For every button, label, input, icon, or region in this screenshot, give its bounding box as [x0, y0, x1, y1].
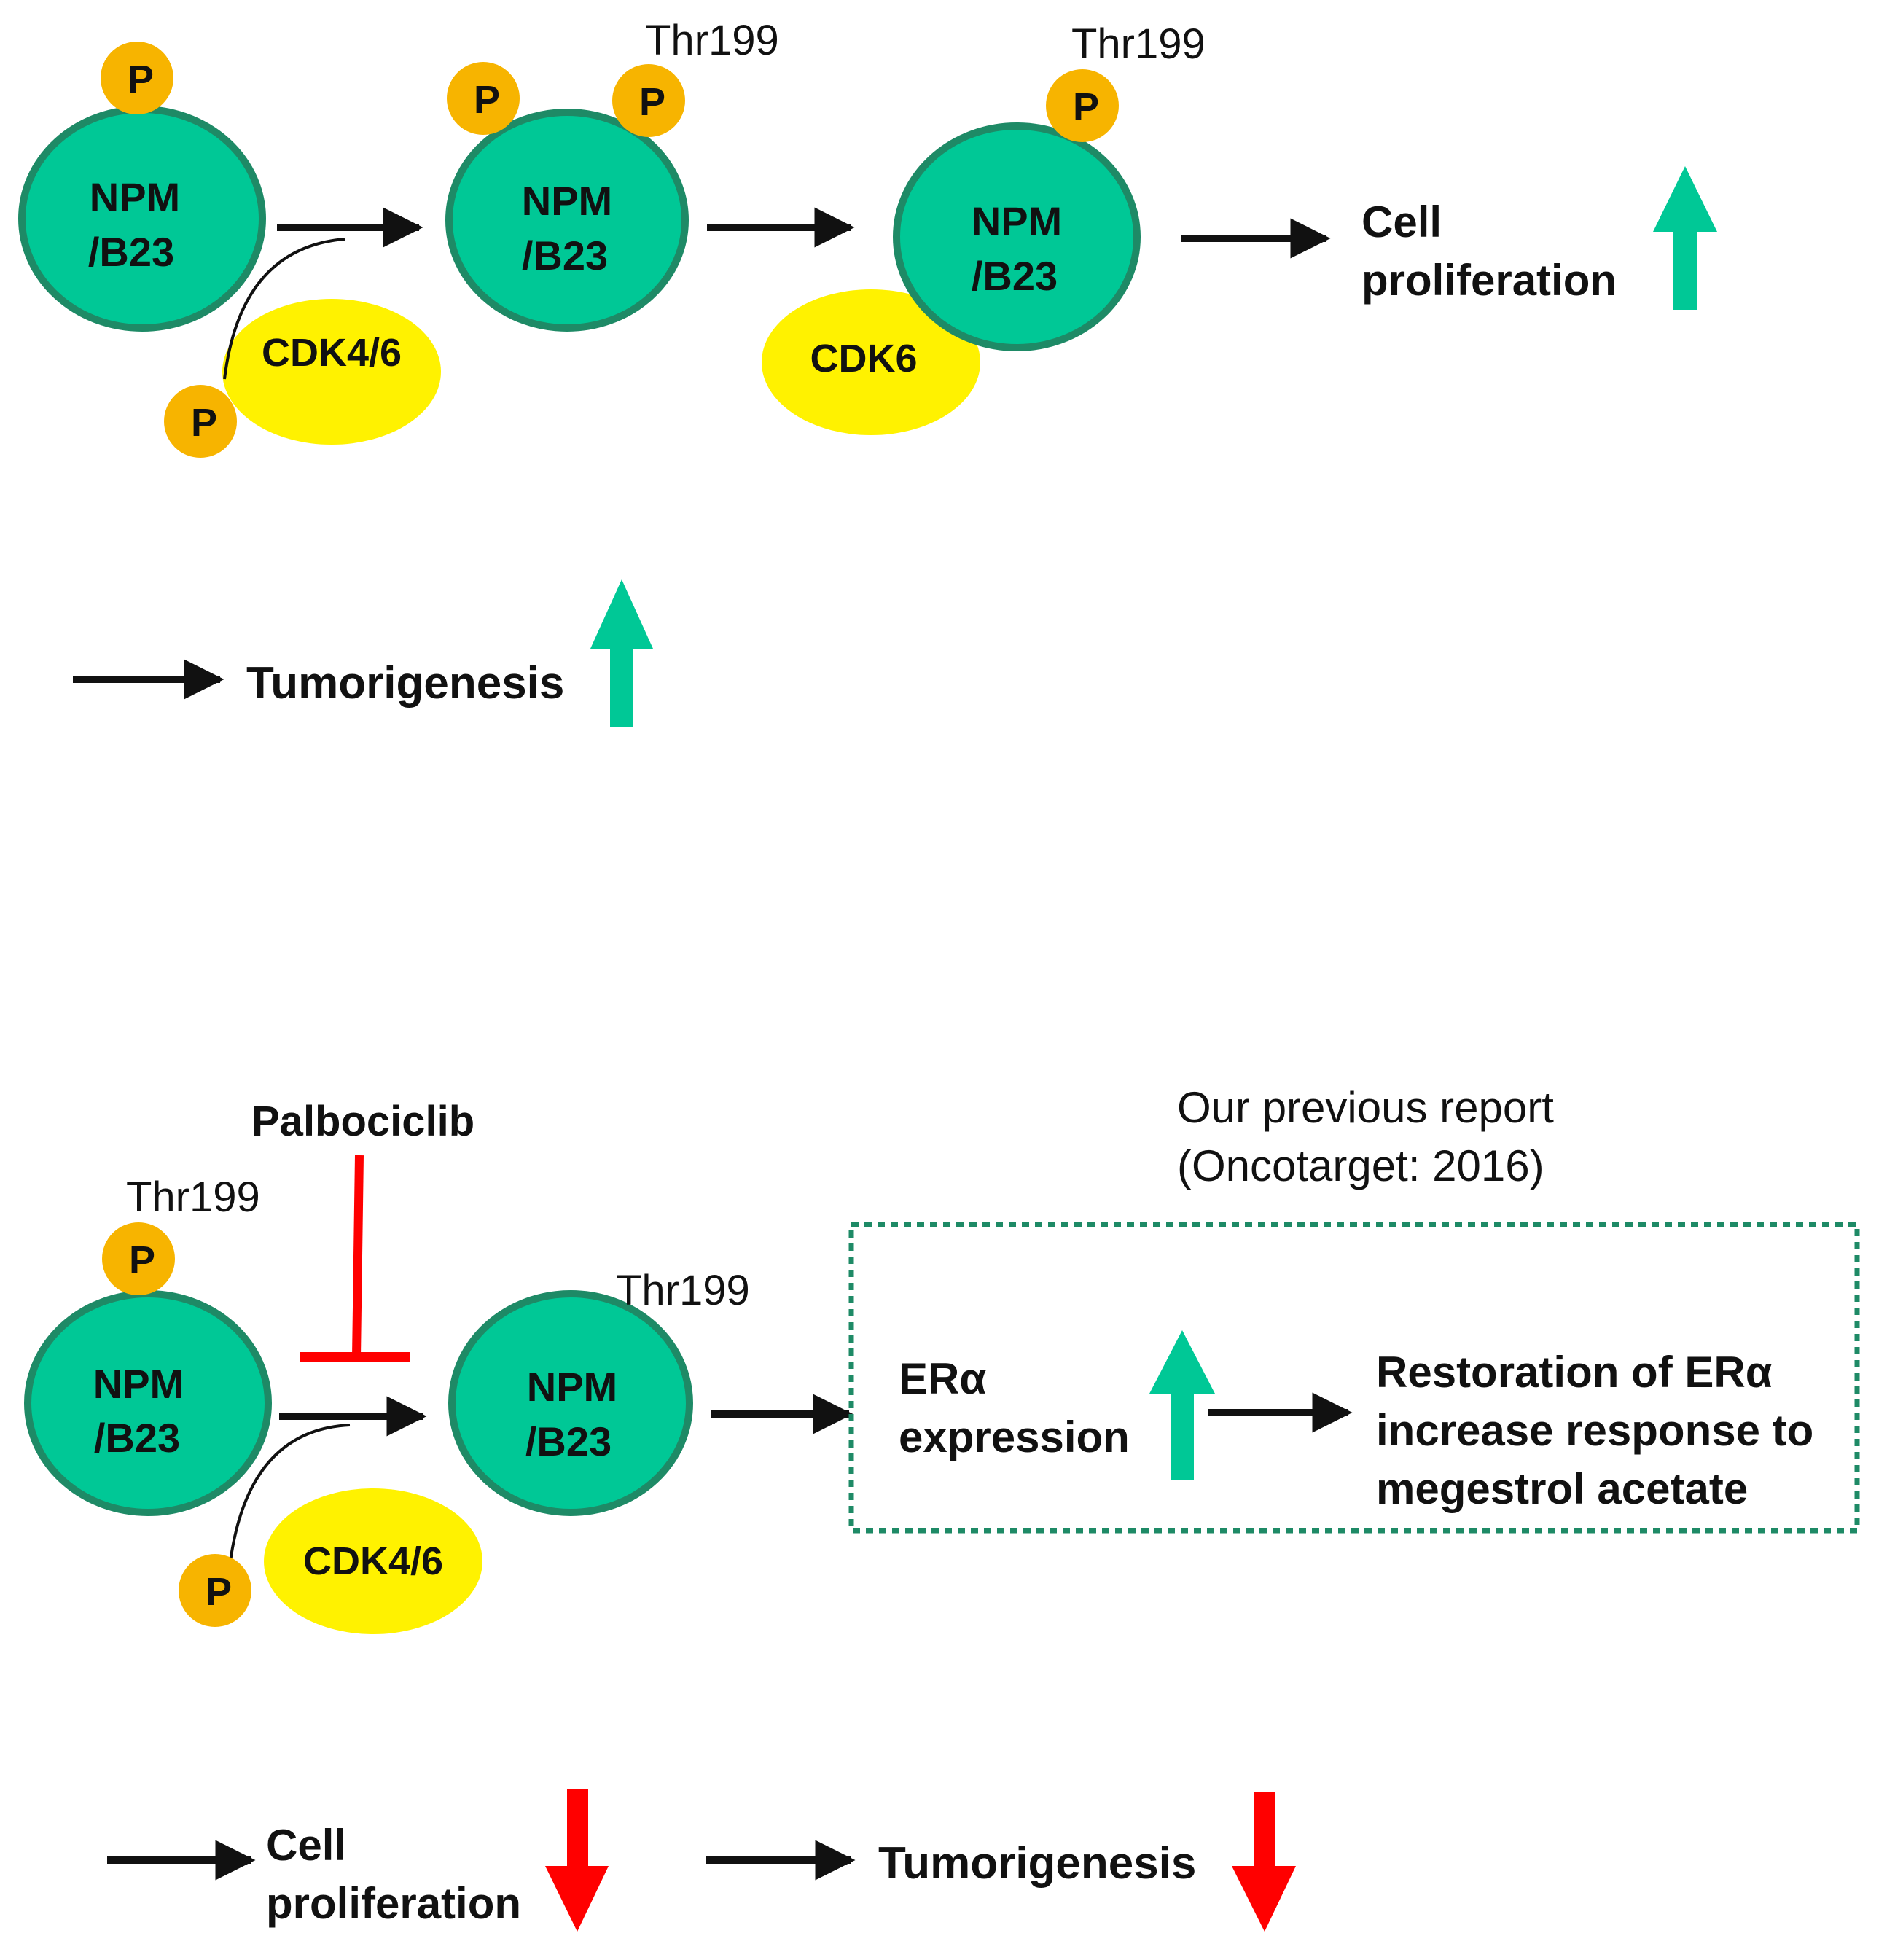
npm-circle: [445, 109, 689, 332]
previous-report-line2: (Oncotarget: 2016): [1177, 1141, 1544, 1190]
phospho-p-label: P: [191, 401, 217, 445]
npm-label-line1: NPM: [972, 198, 1062, 244]
phospho-p-icon: [447, 62, 520, 135]
cdk46-label: CDK4/6: [303, 1539, 443, 1583]
phospho-link-line: [223, 238, 345, 380]
thr199-label: Thr199: [126, 1174, 260, 1221]
cell-proliferation-line2: proliferation: [266, 1879, 521, 1928]
tumorigenesis-label: Tumorigenesis: [246, 658, 564, 708]
cell-proliferation-line1: Cell: [266, 1821, 346, 1870]
npm-complex-5: NPM /B23 Thr199: [448, 1267, 750, 1516]
thr199-label: Thr199: [616, 1267, 750, 1314]
phospho-p-icon: [612, 64, 685, 137]
previous-report-box: [848, 1222, 1860, 1534]
era-label: ERα: [899, 1354, 986, 1403]
cdk46-label: CDK4/6: [262, 331, 402, 375]
npm-complex-2: NPM /B23 P P Thr199: [445, 17, 779, 332]
npm-label-line2: /B23: [972, 253, 1058, 299]
cdk6-blob: [762, 289, 980, 435]
phospho-p-icon: [102, 1222, 175, 1295]
npm-label-line2: /B23: [94, 1415, 180, 1461]
cell-proliferation-line2: proliferation: [1361, 256, 1617, 305]
down-arrow-icon: [545, 1789, 609, 1932]
phospho-p-label: P: [1073, 85, 1099, 129]
phospho-p-icon: [164, 385, 237, 458]
npm-circle: [893, 122, 1141, 351]
phospho-p-icon: [101, 42, 173, 114]
cdk46-blob: [264, 1488, 482, 1634]
previous-report-line1: Our previous report: [1177, 1083, 1554, 1132]
down-arrow-icon: [1232, 1792, 1296, 1932]
npm-label-line1: NPM: [522, 178, 612, 224]
npm-complex-3: CDK6 NPM /B23 P Thr199: [762, 20, 1206, 435]
phospho-p-label: P: [128, 58, 154, 101]
tumorigenesis-label: Tumorigenesis: [878, 1838, 1196, 1889]
inhibition-bar-icon: [352, 1155, 364, 1358]
cdk46-blob: [222, 299, 441, 445]
npm-complex-1: CDK4/6 NPM /B23 P P: [18, 42, 441, 458]
phospho-link-line: [228, 1424, 351, 1568]
restoration-line2: increase response to: [1376, 1406, 1813, 1455]
npm-label-line1: NPM: [527, 1364, 617, 1410]
top-panel: CDK4/6 NPM /B23 P P NPM /B23 P P Thr199: [18, 17, 1717, 727]
cell-proliferation-line1: Cell: [1361, 198, 1442, 246]
up-arrow-icon: [1149, 1330, 1215, 1480]
npm-circle: [448, 1290, 693, 1516]
npm-label-line1: NPM: [93, 1361, 184, 1407]
phospho-p-label: P: [129, 1238, 155, 1282]
phospho-p-icon: [179, 1554, 251, 1627]
npm-label-line1: NPM: [90, 174, 180, 220]
thr199-label: Thr199: [1071, 20, 1206, 68]
phospho-p-label: P: [639, 80, 665, 124]
npm-label-line2: /B23: [88, 229, 174, 275]
phospho-p-label: P: [474, 78, 500, 122]
cdk6-label: CDK6: [810, 337, 917, 380]
restoration-line3: megestrol acetate: [1376, 1464, 1748, 1513]
npm-complex-4: CDK4/6 NPM /B23 P Thr199 P: [24, 1174, 482, 1634]
palbociclib-label: Palbociclib: [251, 1098, 474, 1145]
npm-label-line2: /B23: [525, 1418, 612, 1464]
up-arrow-icon: [1653, 166, 1717, 310]
up-arrow-icon: [590, 579, 653, 727]
bottom-panel: Palbociclib CDK4/6 NPM /B23 P Thr199 P N…: [24, 1083, 1860, 1932]
phospho-p-icon: [1046, 69, 1119, 142]
restoration-line1: Restoration of ERα: [1376, 1348, 1773, 1397]
npm-label-line2: /B23: [522, 233, 608, 278]
thr199-label: Thr199: [645, 17, 779, 64]
phospho-p-label: P: [206, 1570, 232, 1614]
era-expression-label: expression: [899, 1413, 1130, 1461]
